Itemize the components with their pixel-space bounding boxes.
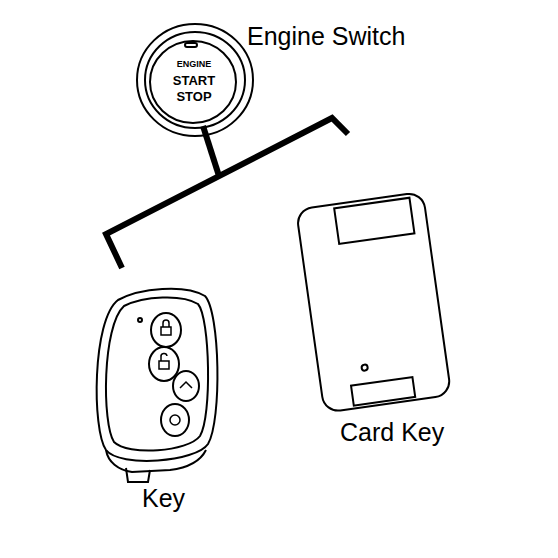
part-name: Engine Switch bbox=[247, 24, 405, 49]
part-name: Card Key bbox=[340, 420, 444, 445]
button-text: ENGINE bbox=[177, 60, 212, 69]
part-name: Key bbox=[142, 486, 185, 511]
button-text: STOP bbox=[176, 90, 211, 103]
button-text: START bbox=[173, 74, 215, 87]
